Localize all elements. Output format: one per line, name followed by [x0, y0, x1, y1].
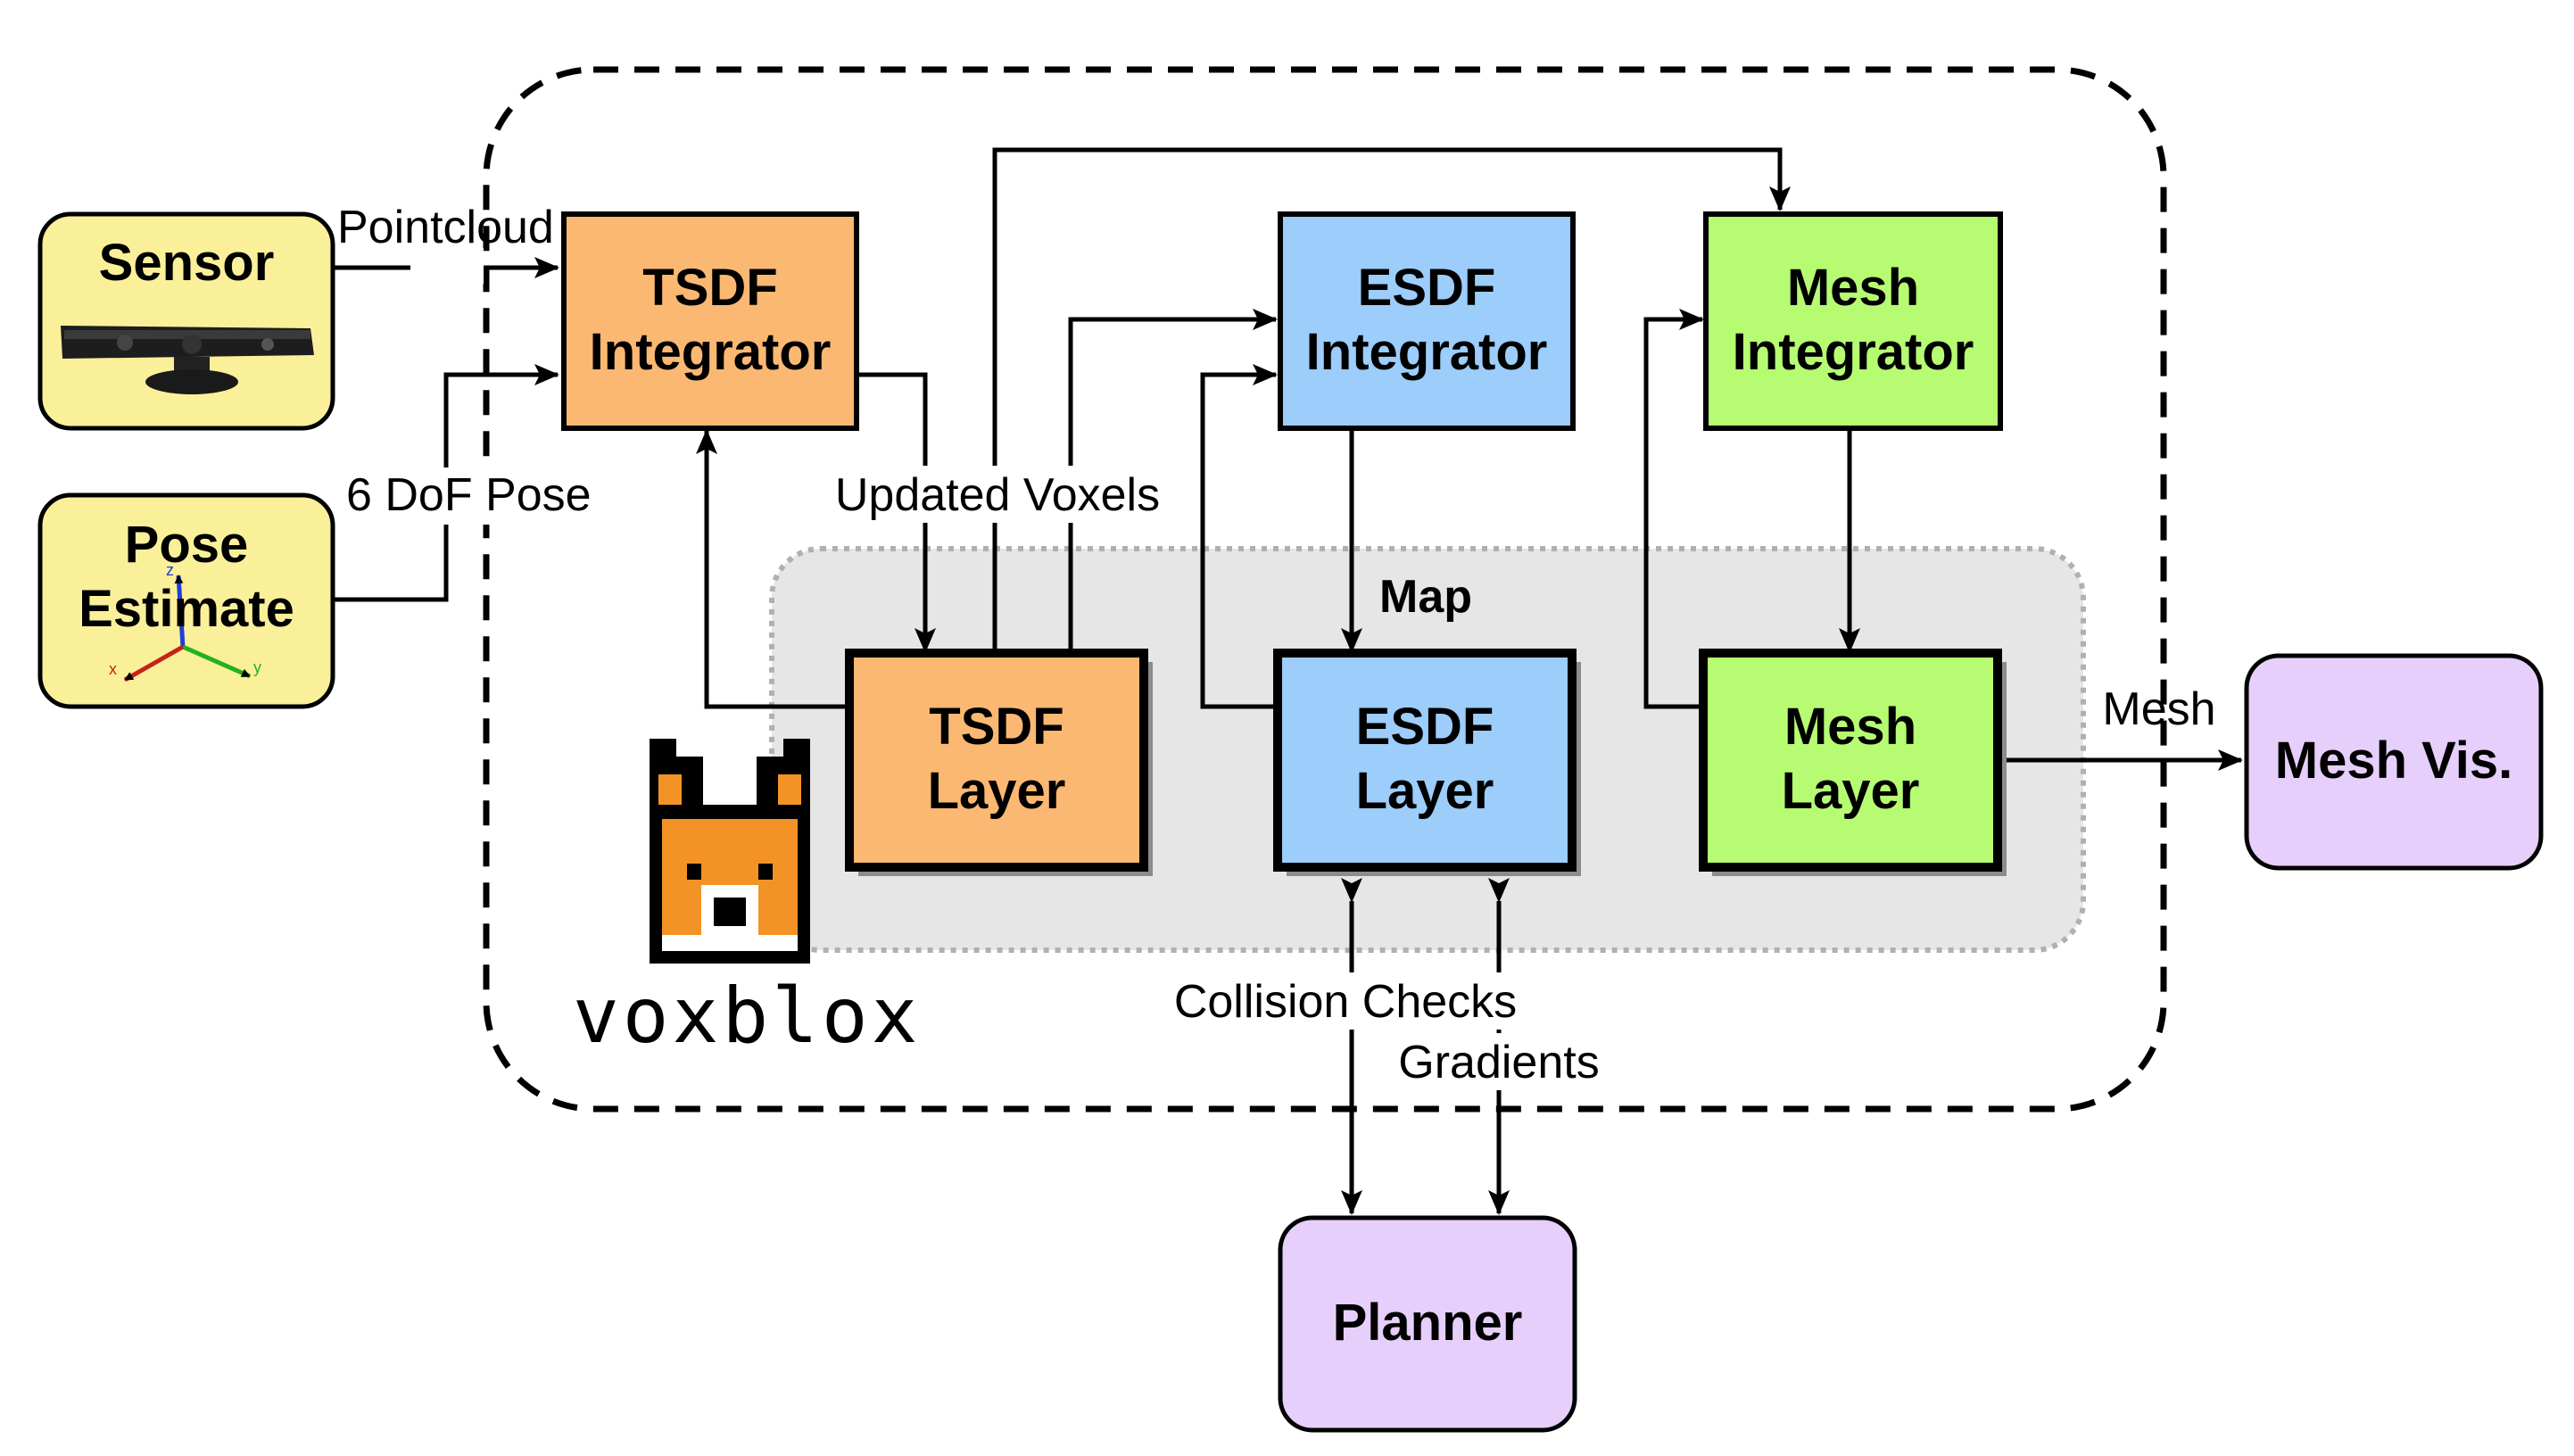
pose-estimate-node: Pose z y x Estimate — [37, 492, 335, 709]
esdf-layer-node: ESDF Layer — [1273, 649, 1577, 872]
map-label: Map — [1379, 571, 1472, 623]
tsdf-integrator-label-line2: Integrator — [590, 323, 832, 381]
mesh-integrator-node: Mesh Integrator — [1703, 211, 2003, 431]
mesh-label: Mesh — [2102, 683, 2215, 735]
sensor-node: Sensor — [37, 211, 335, 431]
tsdf-layer-label-line2: Layer — [928, 762, 1066, 820]
edge-tsdf-layer-to-mesh-integrator — [992, 147, 1791, 651]
voxblox-fox-logo — [650, 739, 810, 964]
axis-x-label: x — [109, 660, 117, 678]
edge-tsdf-layer-to-esdf-integrator — [1068, 309, 1278, 651]
gradients-label-bg — [1387, 1033, 1610, 1090]
esdf-integrator-label-line2: Integrator — [1306, 323, 1548, 381]
mesh-layer-label-line1: Mesh — [1784, 698, 1916, 756]
planner-box — [1278, 1215, 1577, 1433]
mesh-layer-box — [1699, 649, 2002, 872]
depth-camera-icon — [61, 326, 314, 394]
planner-node: Planner — [1278, 1215, 1577, 1433]
collision-checks-label: Collision Checks — [1174, 976, 1517, 1028]
mesh-integrator-box — [1703, 211, 2003, 431]
tsdf-integrator-node: TSDF Integrator — [561, 211, 859, 431]
updated-voxels-label: Updated Voxels — [835, 469, 1160, 521]
tsdf-layer-node: TSDF Layer — [845, 649, 1148, 872]
tsdf-layer-label-line1: TSDF — [929, 698, 1064, 756]
sensor-box — [37, 211, 335, 431]
esdf-layer-box — [1273, 649, 1577, 872]
mesh-vis-box — [2244, 653, 2544, 871]
mesh-vis-label: Mesh Vis. — [2275, 732, 2513, 790]
esdf-integrator-box — [1278, 211, 1576, 431]
edge-mesh-layer-to-mesh-integrator — [1643, 309, 1704, 709]
mesh-integrator-label-line2: Integrator — [1733, 323, 1974, 381]
esdf-layer-label-line2: Layer — [1356, 762, 1494, 820]
esdf-integrator-node: ESDF Integrator — [1278, 211, 1576, 431]
tsdf-integrator-label-line1: TSDF — [642, 259, 777, 317]
pose-estimate-label-line2: Estimate — [79, 580, 294, 638]
gradients-label: Gradients — [1398, 1037, 1599, 1088]
axis-y-label: y — [253, 658, 261, 676]
tsdf-layer-box — [845, 649, 1148, 872]
pointcloud-label-bg — [410, 248, 484, 284]
edge-esdf-layer-to-esdf-integrator — [1200, 364, 1278, 709]
mesh-vis-node: Mesh Vis. — [2244, 653, 2544, 871]
pose-estimate-label-line1: Pose — [125, 516, 249, 574]
edge-tsdf-integrator-to-tsdf-layer — [857, 372, 936, 653]
mesh-layer-node: Mesh Layer — [1699, 649, 2002, 872]
pose-estimate-box — [37, 492, 335, 709]
pose-label-bg — [343, 467, 601, 525]
pose-label: 6 DoF Pose — [346, 469, 592, 521]
sensor-label: Sensor — [99, 234, 275, 292]
collision-label-bg — [1164, 972, 1526, 1030]
voxblox-logo-text: voxblox — [573, 972, 921, 1061]
updated-voxels-label-bg — [826, 466, 1171, 523]
planner-label: Planner — [1333, 1294, 1523, 1352]
esdf-integrator-label-line1: ESDF — [1358, 259, 1496, 317]
tsdf-integrator-box — [561, 211, 859, 431]
edge-tsdf-layer-to-tsdf-integrator — [696, 429, 846, 709]
esdf-layer-label-line1: ESDF — [1356, 698, 1494, 756]
edges — [335, 147, 2243, 1215]
mesh-integrator-label-line1: Mesh — [1787, 259, 1919, 317]
coordinate-axes-icon: z y x — [109, 561, 261, 682]
pointcloud-label: Pointcloud — [337, 202, 554, 253]
axis-z-label: z — [166, 561, 174, 579]
mesh-layer-label-line2: Layer — [1782, 762, 1920, 820]
